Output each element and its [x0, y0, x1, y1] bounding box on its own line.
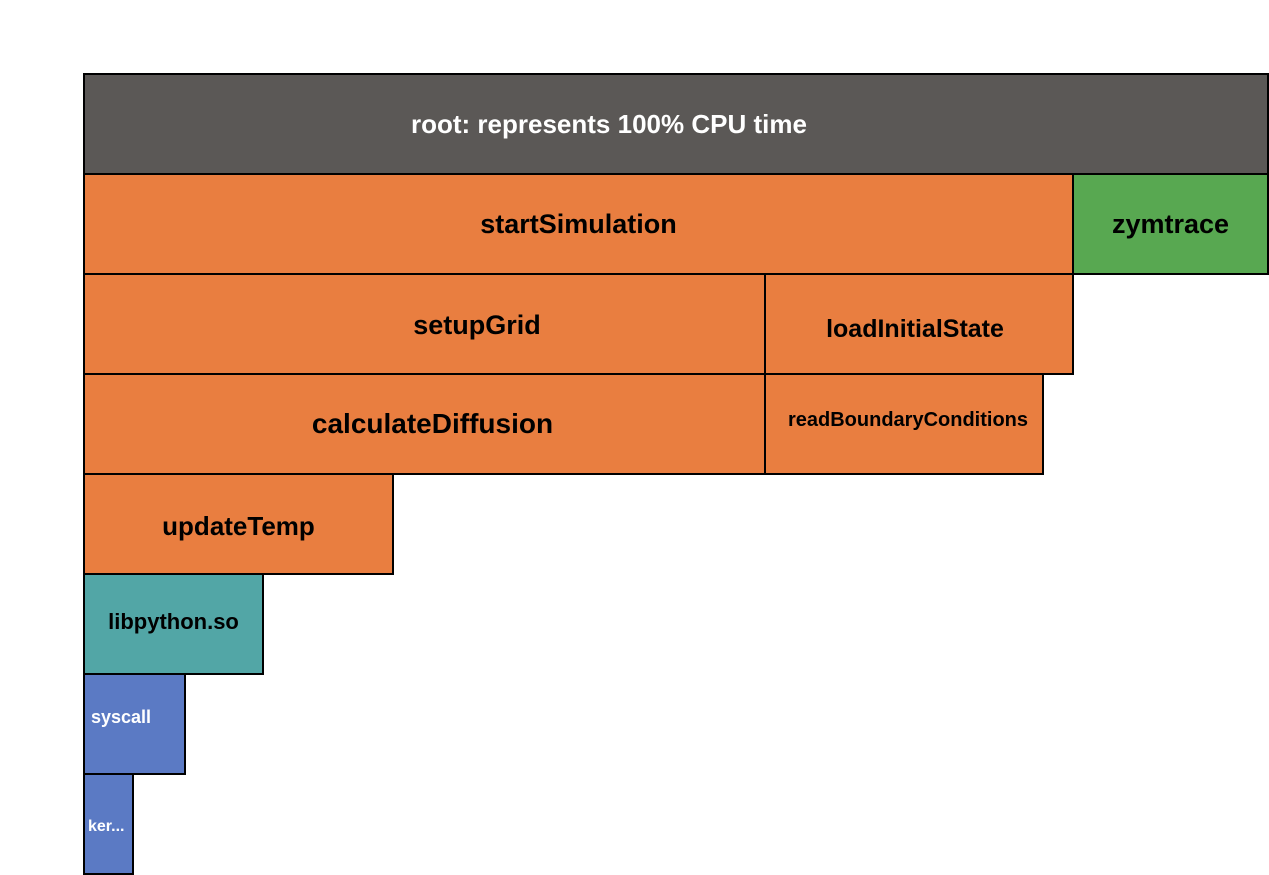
frame-label: readBoundaryConditions: [787, 408, 1028, 431]
frame-start-simulation[interactable]: startSimulation: [83, 173, 1074, 275]
frame-label: ker...: [88, 818, 125, 835]
frame-label: startSimulation: [480, 208, 677, 239]
frame-root[interactable]: root: represents 100% CPU time: [83, 73, 1269, 175]
frame-libpython[interactable]: libpython.so: [83, 573, 264, 675]
frame-load-initial-state[interactable]: loadInitialState: [764, 273, 1074, 375]
frame-zymtrace[interactable]: zymtrace: [1072, 173, 1269, 275]
frame-label: syscall: [91, 706, 152, 727]
frame-label: calculateDiffusion: [311, 408, 554, 439]
frame-label: loadInitialState: [826, 314, 1004, 343]
frame-label: setupGrid: [413, 310, 541, 340]
frame-read-boundary-conditions[interactable]: readBoundaryConditions: [764, 373, 1044, 475]
frame-kernel[interactable]: ker...: [83, 773, 134, 875]
frame-label: zymtrace: [1111, 208, 1230, 239]
frame-label: libpython.so: [108, 609, 239, 634]
frame-syscall[interactable]: syscall: [83, 673, 186, 775]
frame-update-temp[interactable]: updateTemp: [83, 473, 394, 575]
frame-label: root: represents 100% CPU time: [411, 108, 807, 139]
frame-calculate-diffusion[interactable]: calculateDiffusion: [83, 373, 766, 475]
frame-setup-grid[interactable]: setupGrid: [83, 273, 766, 375]
frame-label: updateTemp: [162, 510, 315, 541]
